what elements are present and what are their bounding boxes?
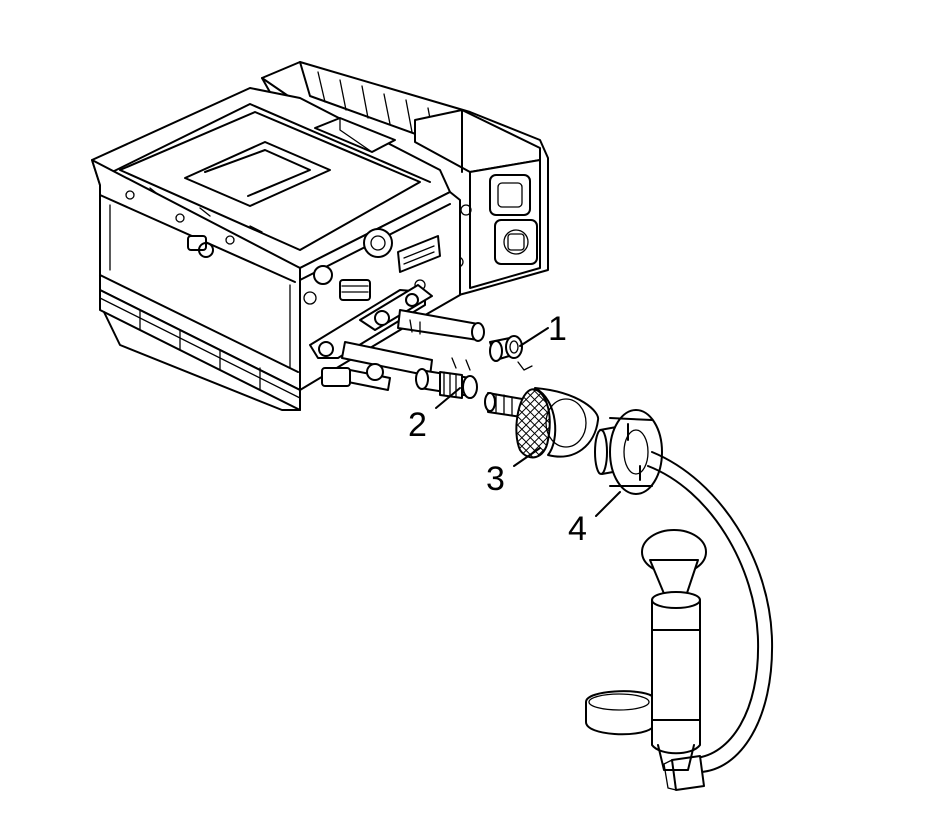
callout-1: 1	[519, 310, 567, 348]
callout-4: 4	[568, 491, 621, 548]
inverter-body	[91, 87, 461, 411]
callout-2: 2	[408, 387, 461, 444]
callout-label: 1	[548, 310, 567, 348]
callout-label: 2	[408, 406, 427, 444]
inverter-module-illustration	[91, 61, 549, 411]
part-1-port-cap	[489, 335, 533, 371]
coolant-ports	[309, 284, 485, 391]
part-4-pressure-tester-adapter	[594, 409, 663, 495]
callout-label: 4	[568, 510, 587, 548]
callout-label: 3	[486, 460, 505, 498]
pressure-tester-pump	[585, 529, 707, 771]
part-3-knurled-adapter	[484, 387, 600, 459]
pressure-tester-hose	[647, 451, 774, 791]
callout-3: 3	[486, 447, 541, 498]
